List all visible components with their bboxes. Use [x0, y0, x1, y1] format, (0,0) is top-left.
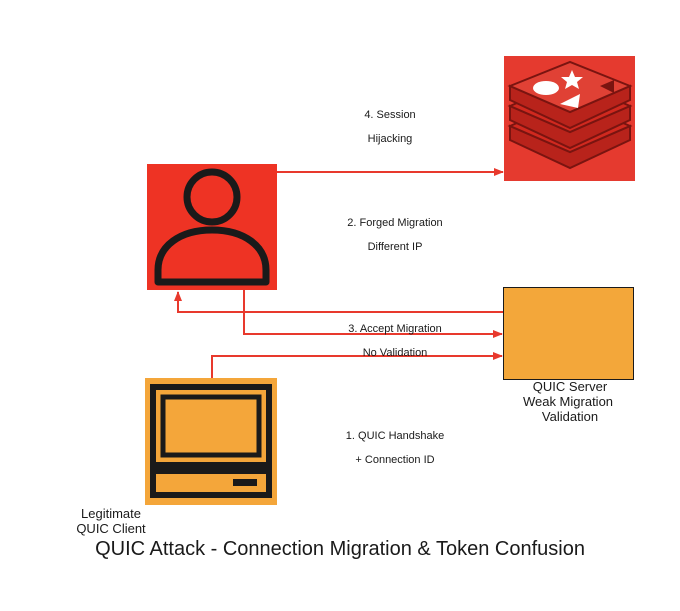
server-label-line1: QUIC Server	[532, 379, 608, 394]
step2-line2: Different IP	[367, 241, 423, 253]
server-label-line3: Validation	[541, 409, 599, 424]
legitimate-client-label: Legitimate QUIC Client	[56, 506, 166, 536]
quic-server-label: QUIC Server Weak Migration Validation	[522, 379, 618, 424]
computer-monitor-icon	[150, 384, 272, 498]
step2-label: 2. Forged Migration Different IP	[320, 205, 470, 265]
redis-database-icon	[507, 60, 633, 170]
user-icon	[154, 168, 270, 286]
step3-line1: 3. Accept Migration	[348, 323, 442, 335]
client-label-line1: Legitimate	[81, 506, 141, 521]
step1-label: 1. QUIC Handshake + Connection ID	[320, 418, 470, 478]
step4-line1: 4. Session	[364, 109, 416, 121]
arrow-forged-migration	[243, 290, 503, 338]
target-node	[504, 56, 635, 181]
arrow-accept-migration	[174, 291, 503, 313]
attacker-node	[147, 164, 277, 290]
step4-line2: Hijacking	[367, 133, 413, 145]
server-label-line2: Weak Migration	[522, 394, 614, 409]
client-label-line2: QUIC Client	[76, 521, 146, 536]
step1-line1: 1. QUIC Handshake	[345, 430, 445, 442]
arrow-quic-handshake	[211, 352, 503, 378]
step3-line2: No Validation	[362, 347, 428, 359]
step4-label: 4. Session Hijacking	[330, 97, 450, 157]
legitimate-client-node	[145, 378, 277, 505]
step2-line1: 2. Forged Migration	[347, 217, 443, 229]
diagram-caption: QUIC Attack - Connection Migration & Tok…	[95, 538, 585, 560]
quic-server-node	[503, 287, 634, 380]
step3-label: 3. Accept Migration No Validation	[320, 311, 470, 371]
step1-line2: + Connection ID	[355, 454, 435, 466]
